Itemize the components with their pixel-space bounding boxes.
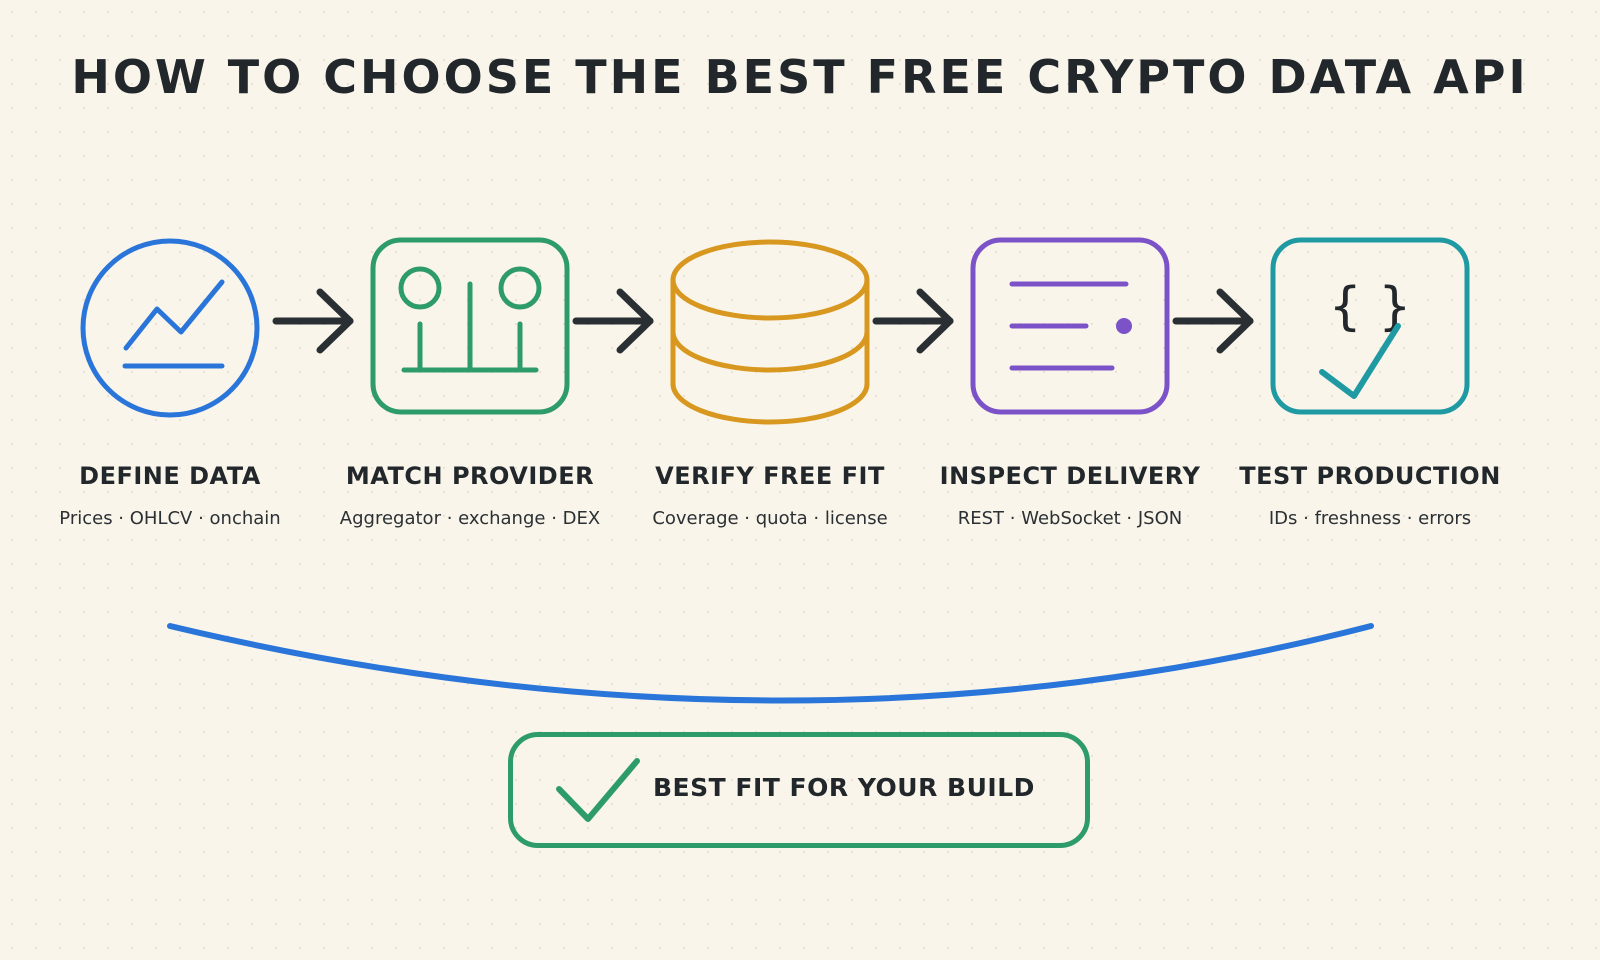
braces-check-icon: { }	[1270, 237, 1470, 415]
step-label: VERIFY FREE FIT	[655, 462, 885, 490]
result-box: BEST FIT FOR YOUR BUILD	[508, 732, 1090, 848]
step-label: INSPECT DELIVERY	[939, 462, 1201, 490]
result-label: BEST FIT FOR YOUR BUILD	[653, 773, 1035, 802]
arrow-right-icon	[572, 288, 654, 354]
document-lines-icon	[970, 237, 1170, 415]
step-subtitle: Aggregator · exchange · DEX	[339, 508, 601, 529]
line-chart-icon	[80, 238, 260, 418]
checkmark-icon	[556, 758, 640, 822]
arrow-right-icon	[872, 288, 954, 354]
diagram-title: HOW TO CHOOSE THE BEST FREE CRYPTO DATA …	[71, 50, 1529, 104]
step-subtitle: Coverage · quota · license	[652, 508, 888, 529]
step-label: DEFINE DATA	[79, 462, 261, 490]
step-label: MATCH PROVIDER	[345, 462, 595, 490]
step-subtitle: REST · WebSocket · JSON	[957, 508, 1183, 529]
arrow-right-icon	[1172, 288, 1254, 354]
feedback-curve	[167, 623, 1374, 704]
sliders-icon	[370, 237, 570, 415]
arrow-right-icon	[272, 288, 354, 354]
step-subtitle: Prices · OHLCV · onchain	[59, 508, 281, 529]
database-icon	[670, 239, 870, 425]
step-subtitle: IDs · freshness · errors	[1268, 508, 1472, 529]
step-label: TEST PRODUCTION	[1239, 462, 1501, 490]
